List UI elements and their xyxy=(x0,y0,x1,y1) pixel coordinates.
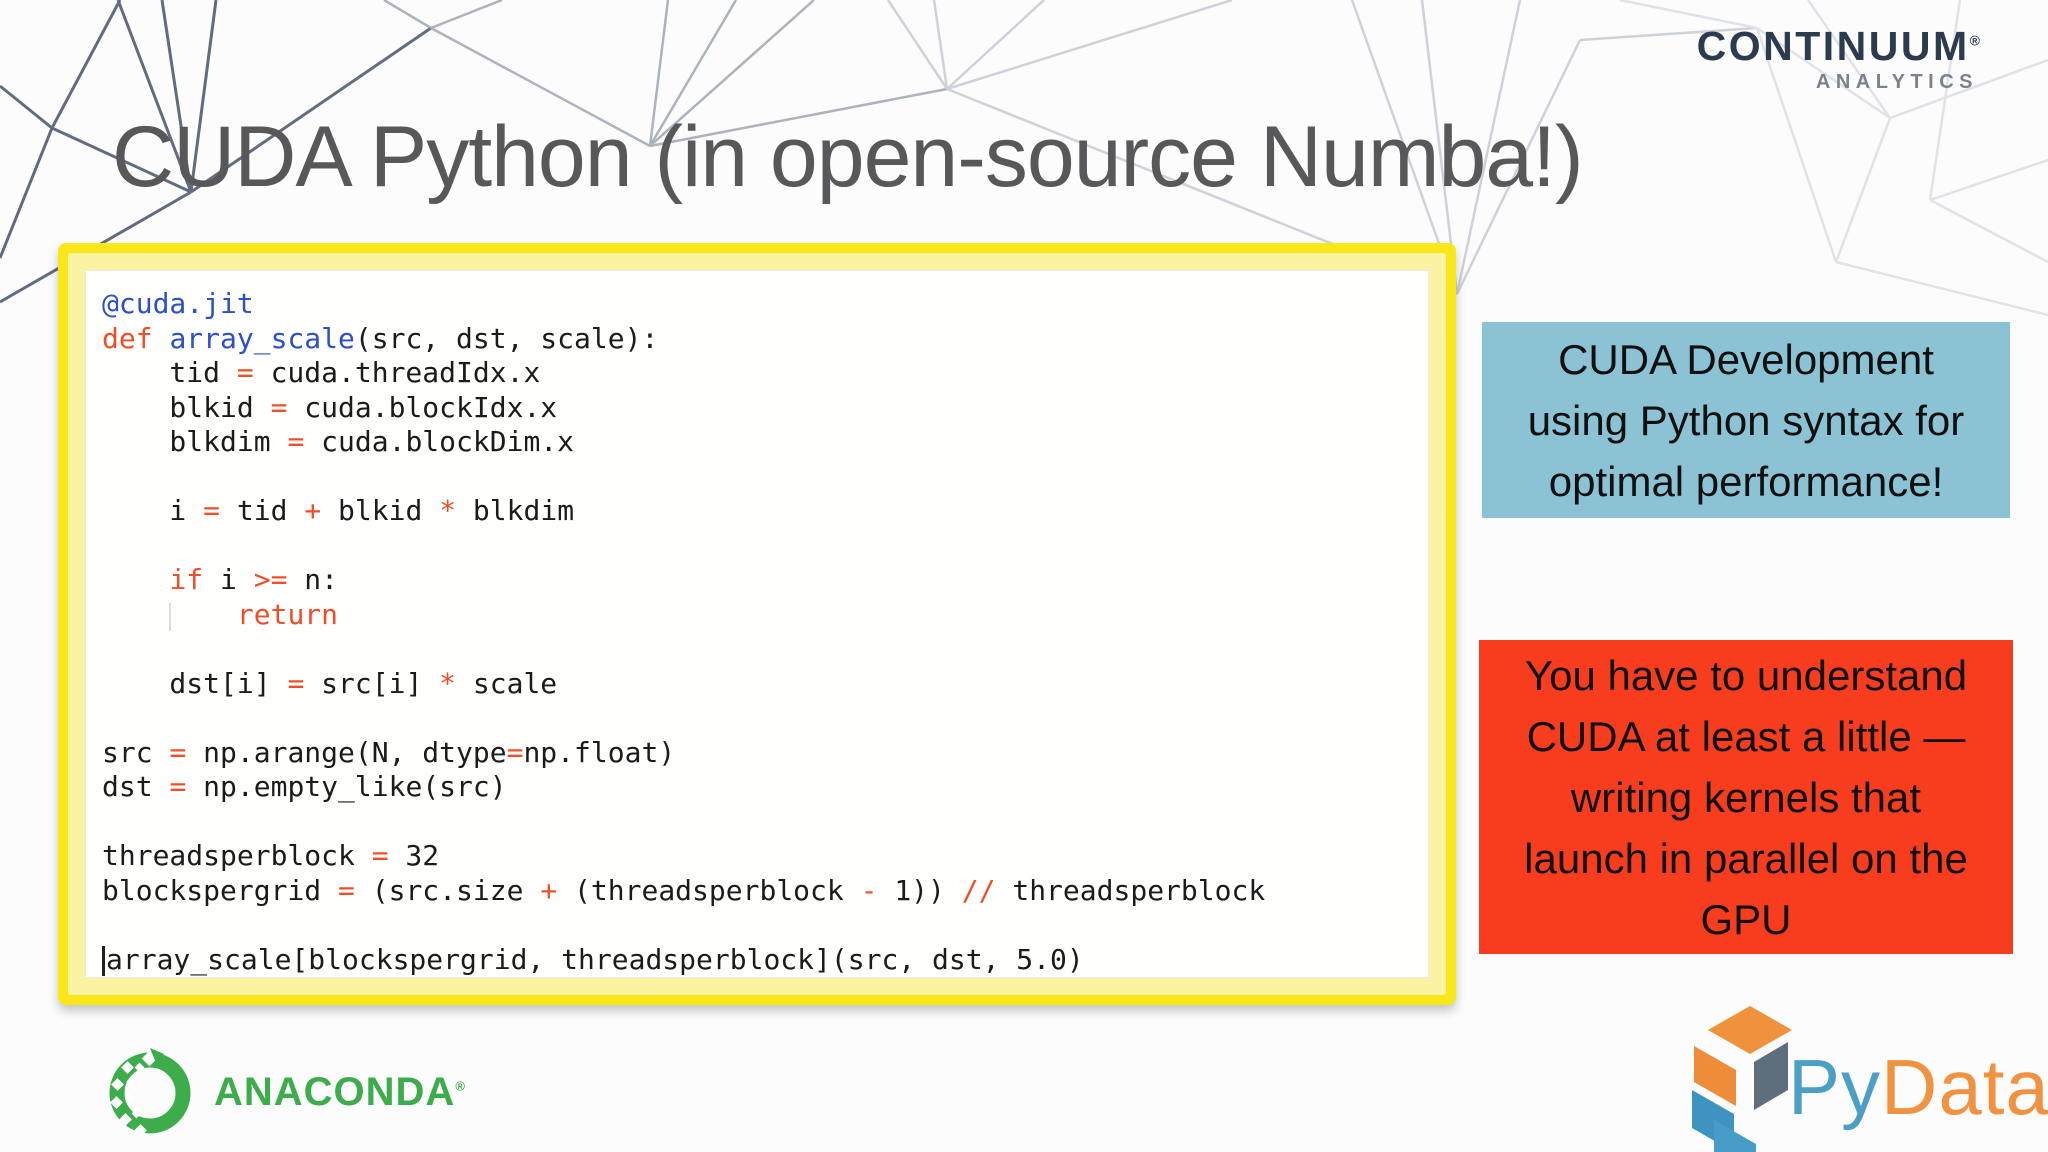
callout-line: You have to understand xyxy=(1524,651,1968,699)
code-line: src = np.arange(N, dtype=np.float) xyxy=(102,735,676,769)
callout-line: writing kernels that xyxy=(1570,773,1922,821)
code-line: if i >= n: xyxy=(169,563,339,596)
code-line xyxy=(102,701,1418,736)
code-line: threadsperblock = 32 xyxy=(102,839,440,872)
callout-line: CUDA at least a little — xyxy=(1526,712,1966,760)
callout-line: CUDA Development xyxy=(1558,335,1934,383)
code-line: dst = np.empty_like(src) xyxy=(102,770,507,803)
code-line: @cuda.jit xyxy=(102,287,254,320)
registered-mark: ® xyxy=(455,1078,466,1094)
registered-mark: ® xyxy=(1969,32,1980,49)
indent-guide xyxy=(169,602,172,631)
pydata-logo: PyData xyxy=(1664,1002,2048,1152)
callout-line: GPU xyxy=(1700,895,1792,943)
analytics-wordmark: ANALYTICS xyxy=(1815,71,1978,94)
code-line xyxy=(102,529,1418,564)
code-line: def array_scale(src, dst, scale): xyxy=(102,321,659,355)
code-line: blockspergrid = (src.size + (threadsperb… xyxy=(102,873,1266,907)
callout-cuda-development: CUDA Development using Python syntax for o… xyxy=(1482,322,2010,518)
callout-line: optimal performance! xyxy=(1548,457,1944,505)
code-line: dst[i] = src[i] * scale xyxy=(102,666,558,700)
code-line: tid = cuda.threadIdx.x xyxy=(102,356,541,389)
continuum-wordmark: CONTINUUM® xyxy=(1696,23,1980,69)
slide-title: CUDA Python (in open-source Numba!) xyxy=(112,109,1584,205)
anaconda-wordmark: ANACONDA® xyxy=(214,1069,466,1114)
code-line: blkid = cuda.blockIdx.x xyxy=(102,390,558,424)
code-line: i = tid + blkid * blkdim xyxy=(102,494,575,527)
pydata-wordmark: PyData xyxy=(1788,1043,2048,1131)
code-line: blkdim = cuda.blockDim.x xyxy=(102,425,575,458)
code-line xyxy=(102,908,1418,943)
callout-line: launch in parallel on the xyxy=(1524,834,1968,882)
code-line: return xyxy=(102,598,1418,633)
callout-line: using Python syntax for xyxy=(1527,396,1965,444)
anaconda-logo: ANACONDA® xyxy=(100,1040,466,1144)
pydata-cubes-icon xyxy=(1692,1006,1792,1152)
text-cursor xyxy=(102,946,105,976)
code-line xyxy=(102,805,1418,840)
continuum-analytics-logo: CONTINUUM® ANALYTICS xyxy=(1696,23,1980,94)
code-line: array_scale[blockspergrid, threadsperblo… xyxy=(102,943,1418,978)
code-line xyxy=(102,632,1418,667)
anaconda-ring-icon xyxy=(109,1048,191,1137)
code-line xyxy=(102,460,1418,495)
